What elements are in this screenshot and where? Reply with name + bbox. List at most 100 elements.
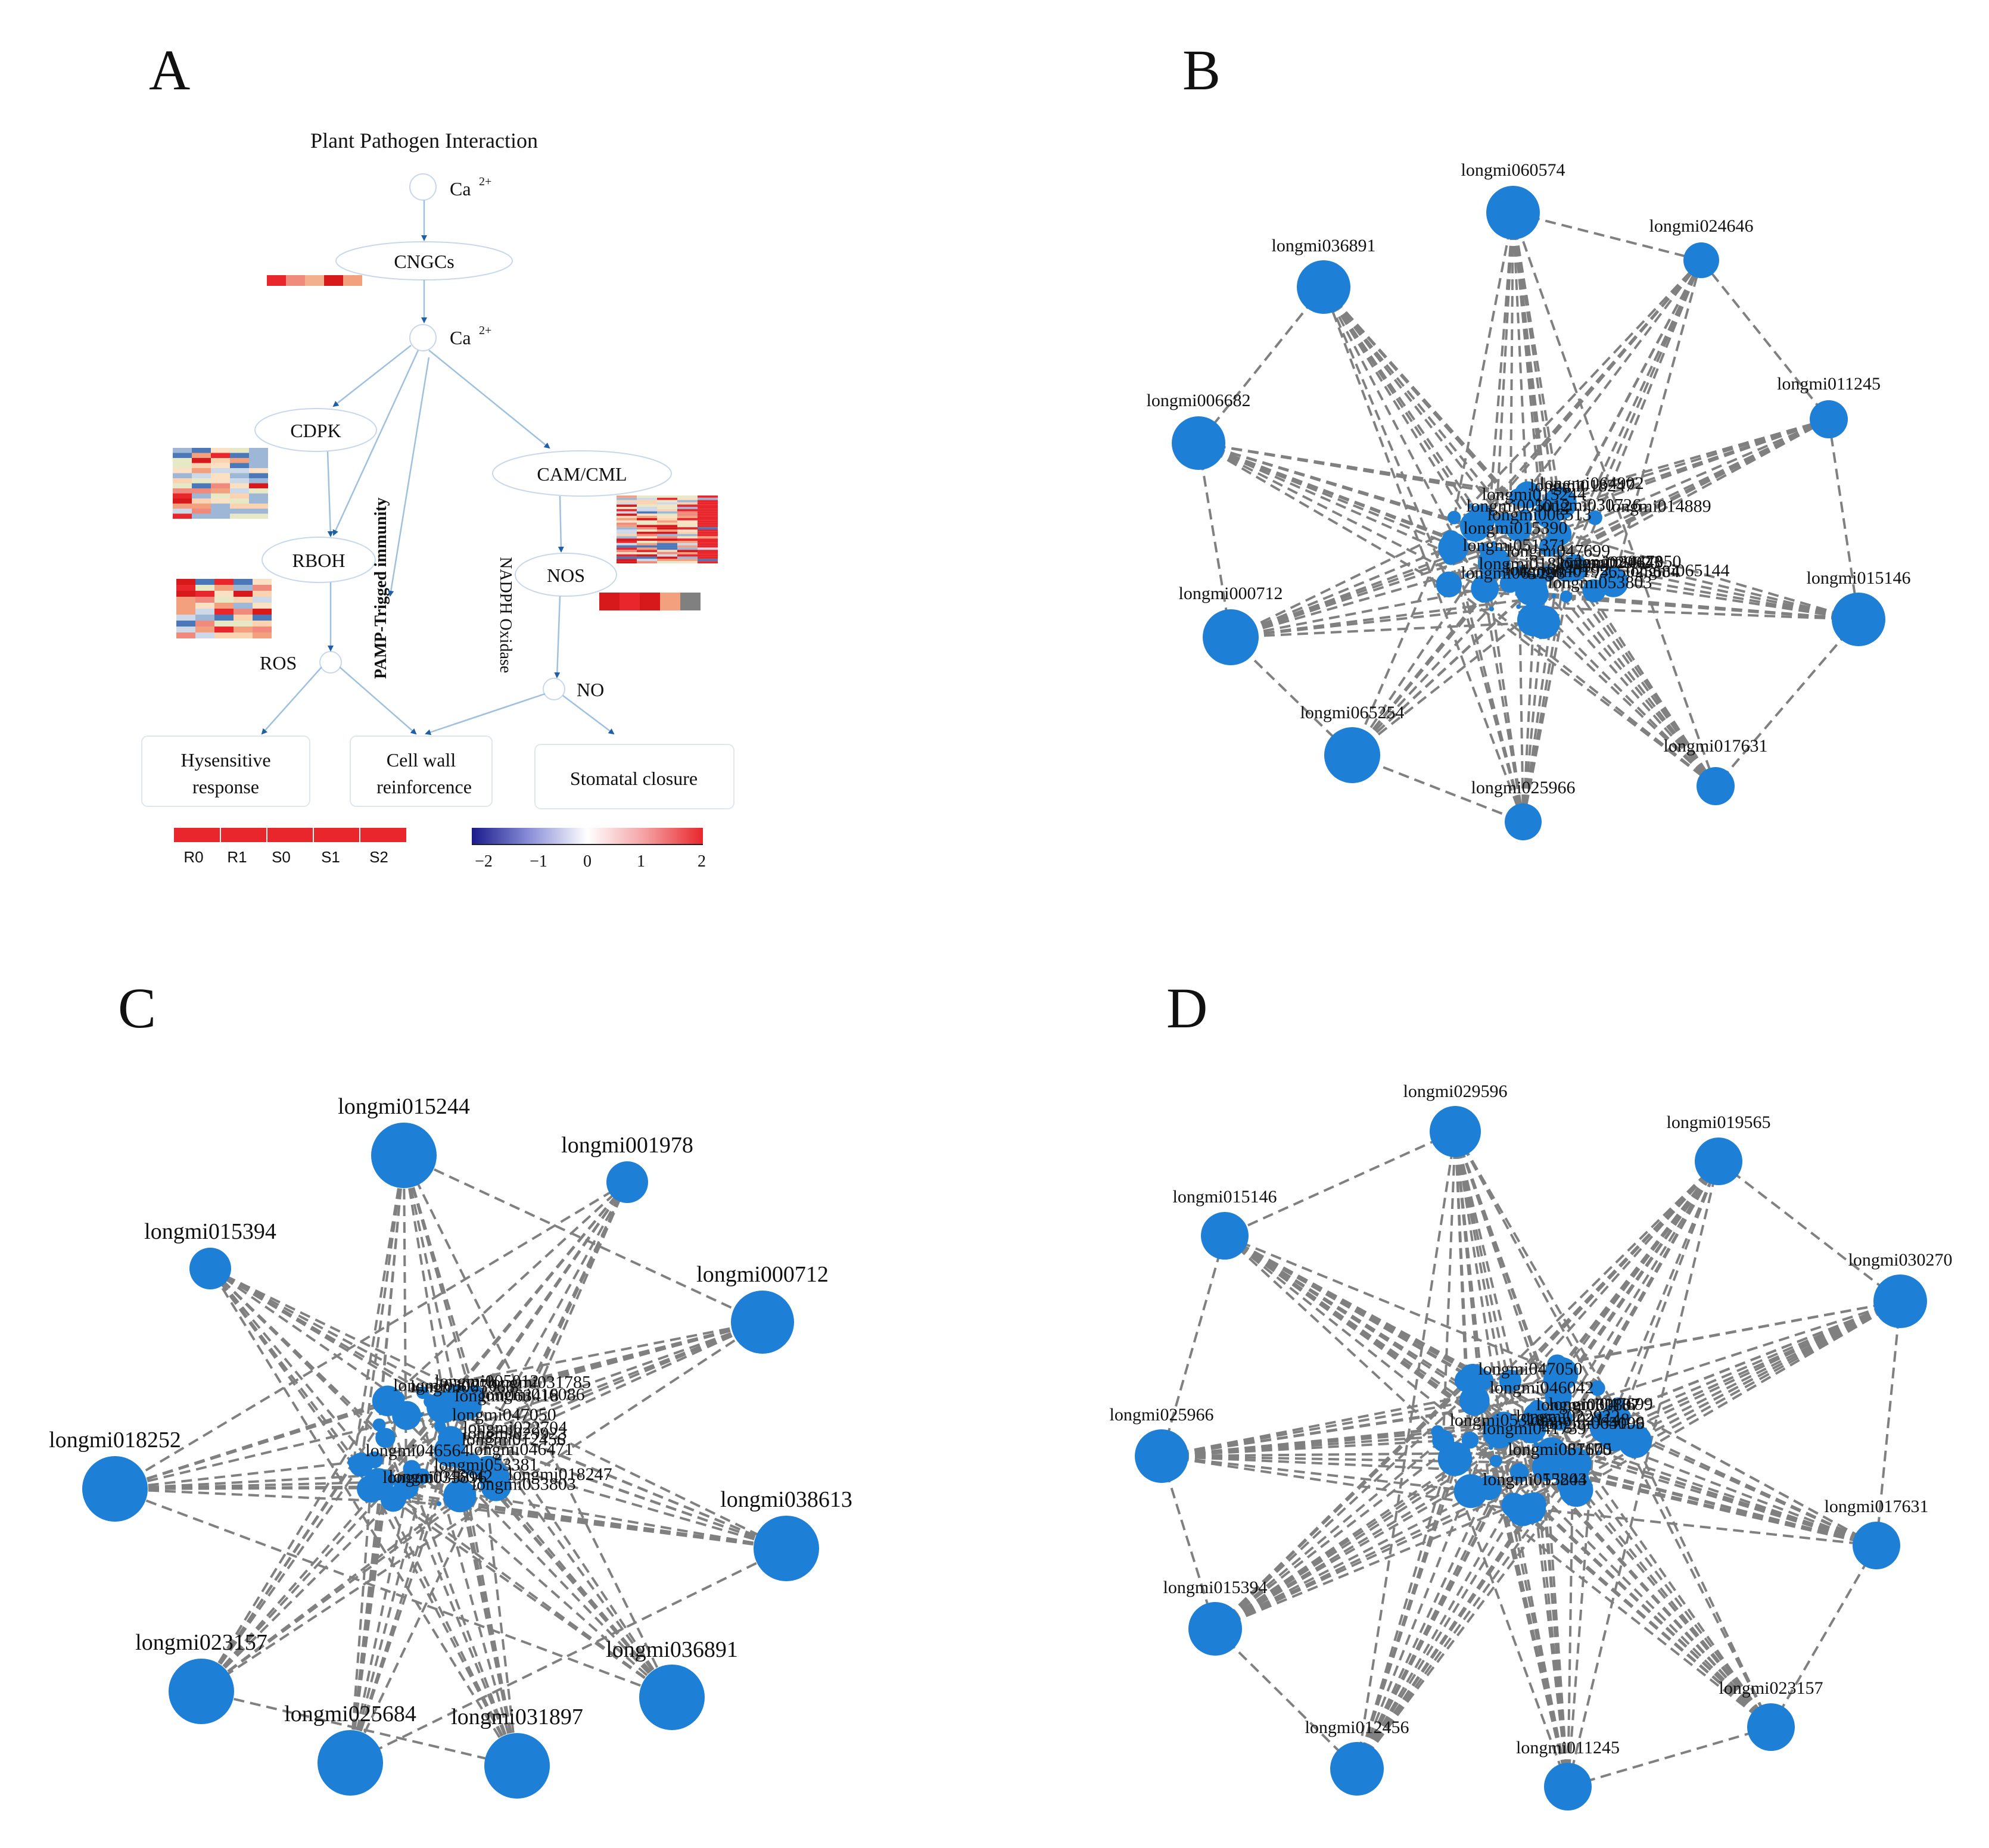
network-edge bbox=[1230, 547, 1484, 638]
network-node bbox=[1489, 1454, 1502, 1467]
sample-label: S0 bbox=[272, 848, 291, 866]
network-edge bbox=[1567, 1481, 1574, 1787]
nos-heatmap bbox=[599, 593, 701, 610]
network-edge bbox=[200, 1396, 382, 1693]
network-edge bbox=[1161, 1451, 1552, 1457]
network-node-longmi025966 bbox=[1505, 803, 1542, 840]
network-edge bbox=[360, 1155, 405, 1465]
network-edge bbox=[209, 1267, 372, 1490]
ca-top-label: Ca bbox=[450, 178, 471, 200]
network-node bbox=[1505, 515, 1532, 542]
network-edge bbox=[1454, 1131, 1536, 1504]
network-label: longmi012456 bbox=[1305, 1718, 1409, 1737]
network-edge bbox=[1351, 595, 1555, 756]
panel-d: D longmi029596longmi019565longmi015146lo… bbox=[1109, 976, 1953, 1810]
network-node-longmi029596 bbox=[1430, 1106, 1481, 1157]
stomatal-box bbox=[534, 744, 734, 809]
network-edge bbox=[1214, 1407, 1539, 1630]
network-label: longmi046564 bbox=[365, 1441, 469, 1460]
network-edge bbox=[1351, 517, 1455, 756]
network-b: longmi060574longmi036891longmi024646long… bbox=[1146, 160, 1911, 840]
network-label: longmi001978 bbox=[561, 1133, 693, 1158]
network-edge bbox=[1875, 1301, 1901, 1546]
network-label: longmi046042 bbox=[1490, 1378, 1594, 1397]
network-edge bbox=[114, 1405, 460, 1490]
network-nodes bbox=[1172, 186, 1885, 840]
network-node-longmi000712 bbox=[1203, 609, 1259, 665]
network-edge bbox=[1466, 418, 1829, 532]
network-edge bbox=[1613, 1300, 1901, 1438]
network-edge bbox=[1197, 286, 1325, 444]
network-edge bbox=[1522, 546, 1551, 822]
network-node-longmi015146 bbox=[1201, 1212, 1249, 1260]
network-edge bbox=[1524, 516, 1717, 787]
network-edge bbox=[1453, 212, 1514, 518]
network-label: longmi046042 bbox=[388, 1467, 493, 1486]
network-label: longmi025966 bbox=[1471, 778, 1575, 797]
network-node bbox=[1513, 565, 1529, 581]
network-edge bbox=[1322, 286, 1483, 519]
network-node bbox=[1499, 573, 1520, 593]
network-node-longmi012456 bbox=[1330, 1742, 1384, 1796]
network-edge bbox=[1451, 1447, 1877, 1547]
network-label: longmi000712 bbox=[696, 1262, 829, 1287]
stomatal-label: Stomatal closure bbox=[570, 768, 698, 789]
network-label: longmi053803 bbox=[472, 1475, 576, 1494]
network-node bbox=[1557, 564, 1574, 582]
network-node-longmi015394 bbox=[1188, 1602, 1242, 1656]
network-node-longmi036891 bbox=[639, 1665, 705, 1730]
network-edge bbox=[403, 1154, 763, 1323]
network-edge bbox=[1356, 1379, 1552, 1769]
network-label: longmi006513 bbox=[1487, 504, 1592, 524]
network-node bbox=[392, 1401, 421, 1431]
network-node bbox=[1477, 591, 1489, 603]
network-edge bbox=[1351, 494, 1529, 756]
network-edge bbox=[1214, 1628, 1358, 1770]
network-label: longmi029596 bbox=[1403, 1082, 1507, 1101]
network-edge bbox=[349, 1479, 387, 1763]
sample-label: R0 bbox=[183, 848, 203, 866]
network-edge bbox=[403, 1155, 458, 1400]
network-edge bbox=[421, 1475, 673, 1699]
network-node-longmi023157 bbox=[1747, 1703, 1795, 1751]
network-edge bbox=[1214, 1384, 1478, 1630]
network-node bbox=[1447, 510, 1461, 525]
network-node bbox=[1557, 551, 1562, 557]
network-label: longmi029923 bbox=[1556, 553, 1660, 572]
network-edge bbox=[1161, 1439, 1443, 1457]
network-node bbox=[375, 1428, 396, 1448]
network-node bbox=[1442, 530, 1461, 549]
network-edge bbox=[1477, 1160, 1720, 1400]
network-node bbox=[457, 1404, 463, 1409]
network-c: longmi015244longmi001978longmi015394long… bbox=[49, 1094, 852, 1799]
network-edge bbox=[1598, 1300, 1901, 1454]
network-node bbox=[1467, 503, 1473, 509]
network-node-longmi001978 bbox=[606, 1161, 648, 1203]
network-label: longmi037605 bbox=[1508, 1439, 1612, 1459]
scale-tick: 2 bbox=[698, 852, 706, 871]
network-edge bbox=[1509, 1160, 1720, 1382]
network-edge bbox=[1224, 1235, 1439, 1433]
network-node bbox=[1464, 573, 1470, 578]
network-label: longmi019565025684 bbox=[1522, 562, 1680, 581]
network-edge bbox=[1616, 1161, 1720, 1406]
network-node-longmi000712 bbox=[731, 1291, 794, 1354]
network-node bbox=[437, 1501, 442, 1506]
network-edge bbox=[1454, 1131, 1515, 1506]
network-edge bbox=[1230, 496, 1518, 638]
sample-label: S2 bbox=[369, 848, 388, 866]
network-label: longmi060574 bbox=[1461, 160, 1565, 180]
network-edge bbox=[349, 1411, 462, 1763]
network-node bbox=[1589, 1380, 1605, 1396]
network-edge bbox=[387, 1181, 628, 1402]
network-edge bbox=[1610, 1411, 1772, 1728]
hypersensitive-box bbox=[141, 736, 310, 807]
network-node-longmi017631 bbox=[1853, 1522, 1900, 1569]
network-label: longmi047699 bbox=[1549, 1394, 1653, 1414]
network-edge bbox=[1215, 1426, 1607, 1630]
network-label: longmi053803 bbox=[1548, 573, 1652, 593]
network-edge bbox=[1230, 561, 1495, 638]
network-edge bbox=[1322, 286, 1524, 822]
network-edge bbox=[1436, 1431, 1569, 1787]
network-edge bbox=[1558, 553, 1717, 787]
